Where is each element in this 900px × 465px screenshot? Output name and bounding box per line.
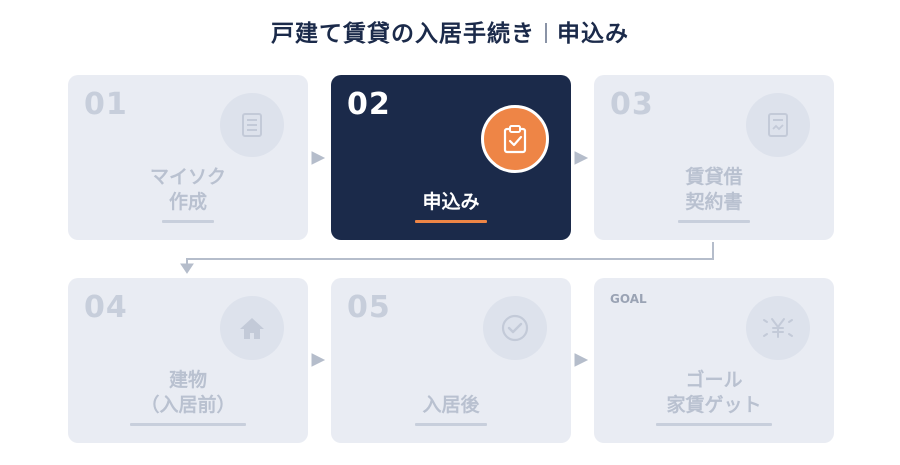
house-icon bbox=[240, 318, 264, 339]
step-icon-wrap bbox=[483, 296, 547, 360]
step-underline bbox=[130, 423, 246, 426]
step-underline bbox=[415, 423, 487, 426]
wrap-arrow-head bbox=[180, 263, 194, 274]
arrow-1-2 bbox=[311, 151, 326, 165]
check-circle-icon bbox=[501, 314, 529, 342]
step-number: 01 bbox=[84, 87, 128, 122]
step-number: 04 bbox=[84, 290, 128, 325]
page-title: 戸建て賃貸の入居手続き申込み bbox=[0, 14, 900, 48]
title-main: 戸建て賃貸の入居手続き bbox=[271, 21, 535, 47]
step-icon-wrap bbox=[220, 296, 284, 360]
step-icon-wrap bbox=[746, 93, 810, 157]
goal-tag: GOAL bbox=[610, 292, 647, 306]
step-card-04[interactable]: 04 建物 （入居前） bbox=[68, 278, 308, 443]
step-number: 02 bbox=[347, 87, 391, 122]
document-icon bbox=[242, 113, 262, 137]
step-card-01[interactable]: 01 マイソク 作成 bbox=[68, 75, 308, 240]
yen-sparkle-icon bbox=[763, 318, 793, 338]
step-number: 03 bbox=[610, 87, 654, 122]
step-icon-wrap bbox=[746, 296, 810, 360]
step-label-line1: 入居後 bbox=[422, 394, 480, 416]
step-label-line1: 賃貸借 bbox=[685, 166, 743, 188]
arrow-4-5 bbox=[311, 353, 326, 367]
step-label-line2: 契約書 bbox=[685, 191, 743, 213]
step-label-line1: 申込み bbox=[422, 191, 480, 213]
step-icon-wrap bbox=[220, 93, 284, 157]
step-label-line1: 建物 bbox=[168, 369, 207, 391]
step-label-line2: （入居前） bbox=[140, 394, 236, 416]
step-card-03[interactable]: 03 賃貸借 契約書 bbox=[594, 75, 834, 240]
arrow-2-3 bbox=[574, 151, 589, 165]
step-underline bbox=[415, 220, 487, 223]
clipboard-check-icon bbox=[503, 125, 527, 154]
wrap-connector bbox=[186, 242, 714, 266]
step-icon-wrap bbox=[481, 105, 549, 173]
step-underline bbox=[678, 220, 750, 223]
step-card-goal[interactable]: GOAL ゴール 家賃ゲット bbox=[594, 278, 834, 443]
step-label-line1: ゴール bbox=[685, 369, 743, 391]
title-divider bbox=[545, 23, 547, 43]
step-label-line1: マイソク bbox=[149, 166, 226, 188]
step-underline bbox=[162, 220, 214, 223]
arrow-5-6 bbox=[574, 353, 589, 367]
step-label-line2: 作成 bbox=[168, 191, 207, 213]
step-underline bbox=[656, 423, 772, 426]
step-number: 05 bbox=[347, 290, 391, 325]
contract-icon bbox=[768, 113, 788, 137]
step-label-line2: 家賃ゲット bbox=[666, 394, 762, 416]
step-card-02[interactable]: 02 申込み bbox=[331, 75, 571, 240]
step-card-05[interactable]: 05 入居後 bbox=[331, 278, 571, 443]
title-sub: 申込み bbox=[557, 21, 629, 47]
